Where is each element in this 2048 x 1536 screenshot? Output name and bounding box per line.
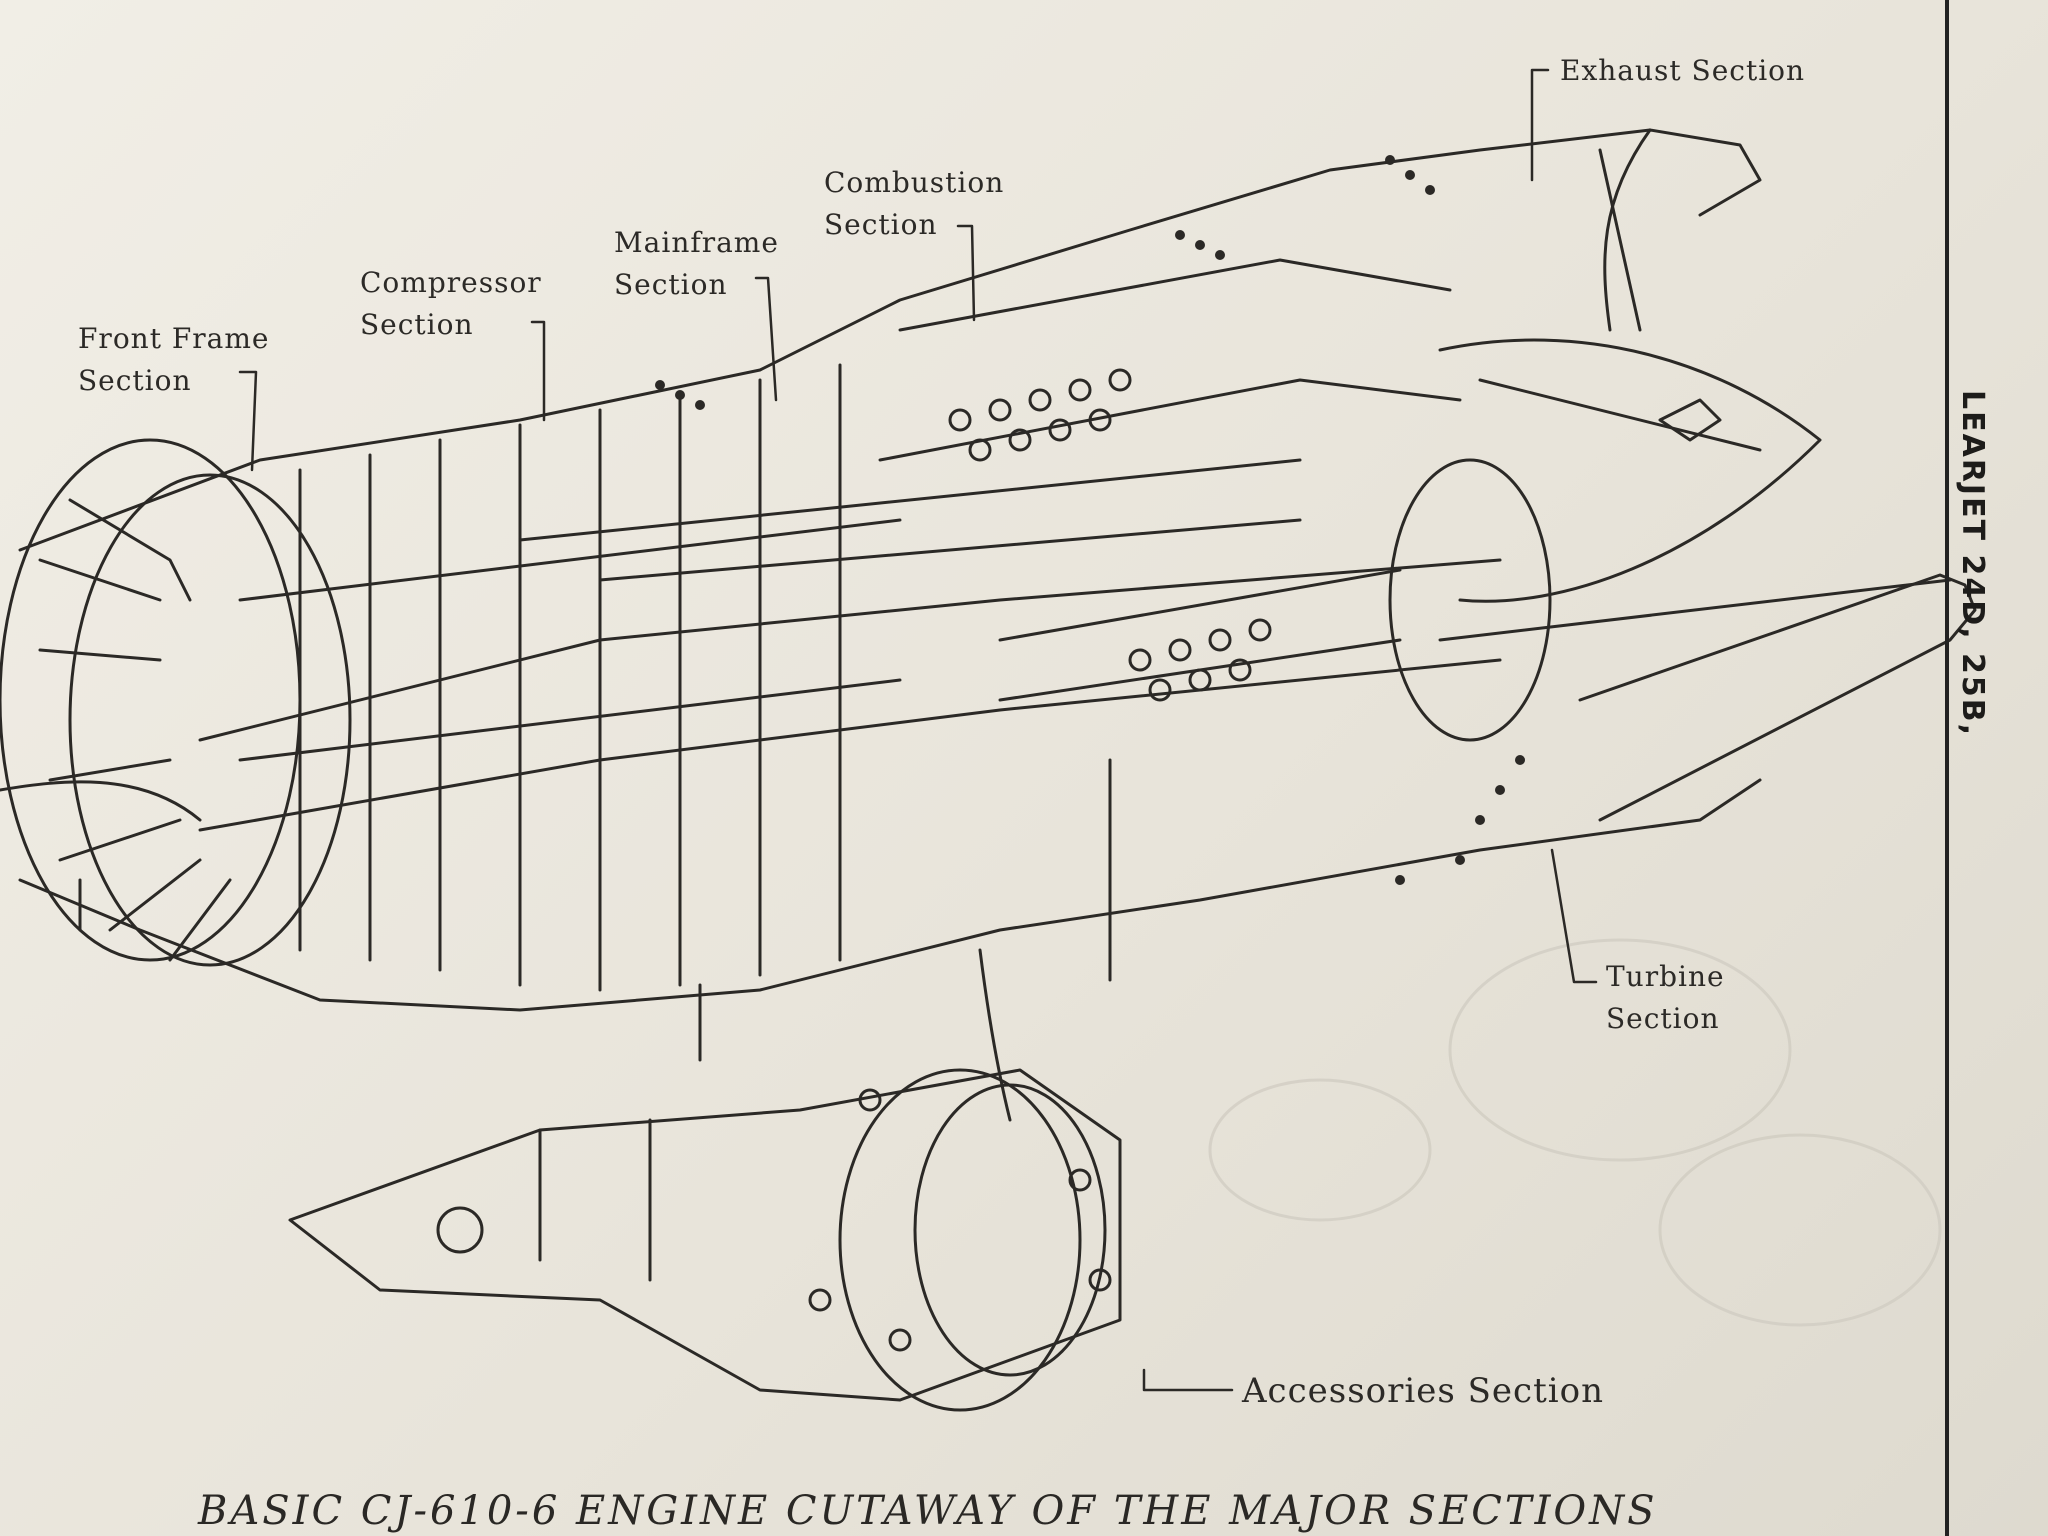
label-line-1: Turbine	[1606, 960, 1725, 993]
bleed-through	[1208, 938, 1942, 1327]
exhaust-cone	[1438, 128, 1822, 603]
label-exhaust: Exhaust Section	[1560, 50, 1805, 92]
label-compressor: Compressor Section	[360, 262, 542, 346]
label-line-1: Mainframe	[614, 226, 779, 259]
label-line-2: Section	[78, 364, 192, 397]
label-line-2: Section	[824, 208, 938, 241]
label-combustion: Combustion Section	[824, 162, 1004, 246]
label-line-1: Accessories Section	[1242, 1371, 1604, 1411]
flange-bolts	[655, 155, 1525, 885]
label-accessories: Accessories Section	[1242, 1370, 1604, 1412]
label-line-2: Section	[360, 308, 474, 341]
accessories-gearbox	[288, 948, 1122, 1412]
combustion-liner	[878, 258, 1462, 702]
label-front-frame: Front Frame Section	[78, 318, 269, 402]
label-line-1: Front Frame	[78, 322, 270, 355]
core-shaft	[198, 458, 1552, 832]
engine-casing	[18, 128, 1977, 1012]
label-line-2: Section	[614, 268, 728, 301]
label-line-2: Section	[1606, 1002, 1720, 1035]
label-line-1: Combustion	[824, 166, 1005, 199]
side-title: LEARJET 24D, 25B,	[1955, 390, 1990, 737]
label-turbine: Turbine Section	[1606, 956, 1725, 1040]
page-border-line	[1945, 0, 1949, 1536]
figure-caption: BASIC CJ-610-6 ENGINE CUTAWAY OF THE MAJ…	[198, 1488, 1658, 1534]
intake-fan	[0, 438, 352, 967]
leader-lines	[238, 68, 1598, 1392]
label-line-1: Compressor	[360, 266, 542, 299]
label-line-1: Exhaust Section	[1560, 54, 1806, 87]
label-mainframe: Mainframe Section	[614, 222, 779, 306]
compressor-stages	[238, 363, 902, 992]
